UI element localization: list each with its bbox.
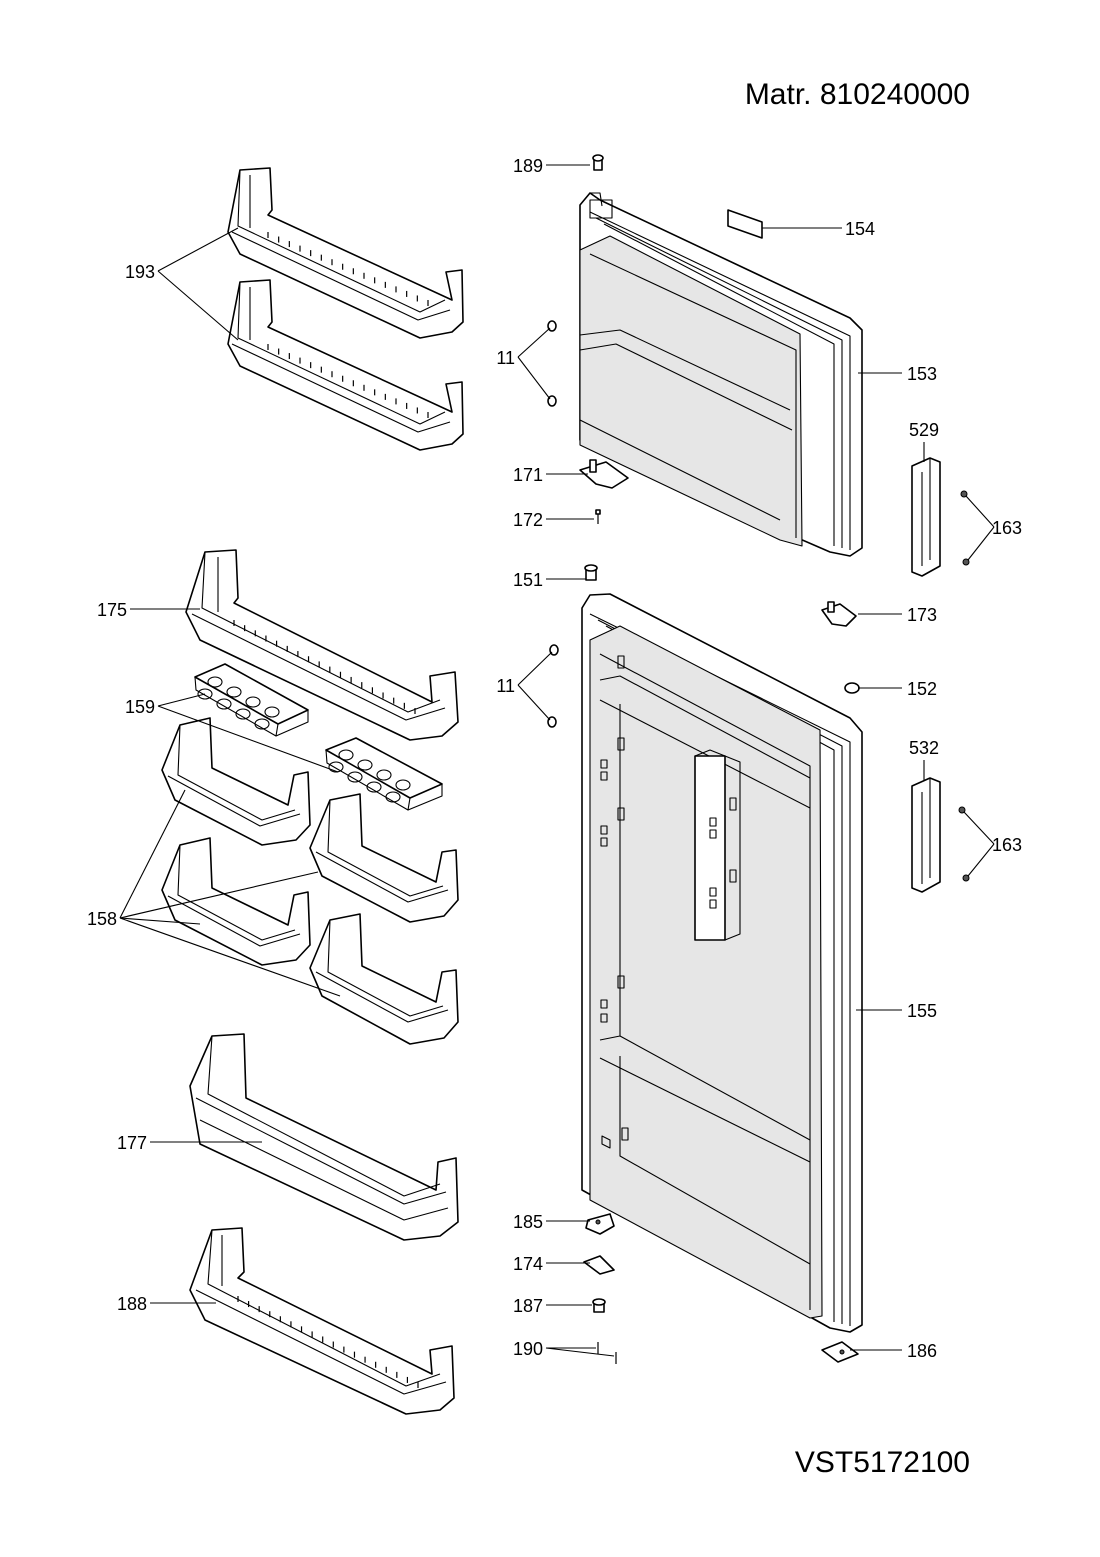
plug-11-upper	[547, 320, 557, 407]
material-number: Matr. 810240000	[745, 78, 970, 111]
bin-ticks-175	[233, 620, 416, 714]
label-11-upper: 11	[496, 348, 515, 368]
label-154: 154	[845, 219, 875, 239]
label-186: 186	[907, 1341, 937, 1361]
label-175: 175	[97, 600, 127, 620]
hinge-173	[821, 601, 857, 627]
plug-152	[844, 682, 860, 694]
handle-529	[911, 457, 941, 577]
egg-hole	[357, 759, 373, 771]
egg-hole	[197, 688, 213, 700]
label-188: 188	[117, 1294, 147, 1314]
label-159: 159	[125, 697, 155, 717]
small-bin-158-a	[161, 717, 311, 846]
door-bin-175	[185, 549, 459, 741]
label-158: 158	[87, 909, 117, 929]
hinge-171	[579, 459, 629, 489]
label-sticker-154	[727, 209, 763, 239]
screw-172	[595, 509, 601, 524]
egg-hole	[385, 791, 401, 803]
plug-11-lower	[547, 644, 559, 728]
label-190: 190	[513, 1339, 543, 1359]
bracket-185	[585, 1213, 615, 1235]
door-bin-177	[189, 1033, 459, 1241]
door-bin-193-upper	[227, 167, 464, 339]
bracket-186	[821, 1341, 859, 1363]
cap-189	[592, 154, 604, 171]
egg-tray-holes-lower	[328, 749, 411, 803]
label-173: 173	[907, 605, 937, 625]
label-532: 532	[909, 738, 939, 758]
label-172: 172	[513, 510, 543, 530]
bin-ticks-193-lower	[267, 344, 429, 418]
egg-hole	[254, 718, 270, 730]
egg-hole	[226, 686, 242, 698]
egg-hole	[366, 781, 382, 793]
egg-hole	[376, 769, 392, 781]
screws-190	[597, 1342, 617, 1364]
label-174: 174	[513, 1254, 543, 1274]
label-163-lower: 163	[992, 835, 1022, 855]
small-bin-158-c	[161, 837, 311, 966]
egg-hole	[207, 676, 223, 688]
door-bin-193-lower	[227, 279, 464, 451]
bracket-174	[583, 1255, 615, 1275]
callout-lines	[119, 164, 995, 1357]
label-171: 171	[513, 465, 543, 485]
egg-tray-holes-upper	[197, 676, 280, 730]
freezer-door-153	[579, 192, 863, 557]
label-155: 155	[907, 1001, 937, 1021]
label-163-upper: 163	[992, 518, 1022, 538]
egg-hole	[328, 761, 344, 773]
bin-ticks-188	[237, 1296, 419, 1388]
egg-hole	[235, 708, 251, 720]
label-185: 185	[513, 1212, 543, 1232]
handle-532	[911, 777, 941, 893]
egg-hole	[216, 698, 232, 710]
label-177: 177	[117, 1133, 147, 1153]
bushing-151	[584, 564, 598, 581]
fridge-door-155	[581, 593, 863, 1333]
bushing-187	[592, 1298, 606, 1313]
egg-hole	[347, 771, 363, 783]
label-187: 187	[513, 1296, 543, 1316]
label-153: 153	[907, 364, 937, 384]
egg-hole	[395, 779, 411, 791]
part-labels: 189 154 193 11 153 529 171 172 163 151 1…	[87, 156, 1022, 1361]
egg-hole	[264, 706, 280, 718]
egg-hole	[338, 749, 354, 761]
drawing-code: VST5172100	[795, 1446, 970, 1479]
screws-163-upper	[960, 490, 970, 566]
label-529: 529	[909, 420, 939, 440]
small-bin-158-d	[309, 913, 459, 1045]
door-bin-188	[189, 1227, 455, 1415]
screws-163-lower	[958, 806, 970, 882]
label-11-lower: 11	[496, 676, 515, 696]
label-152: 152	[907, 679, 937, 699]
bin-ticks-193-upper	[267, 232, 429, 306]
egg-hole	[245, 696, 261, 708]
label-193: 193	[125, 262, 155, 282]
label-189: 189	[513, 156, 543, 176]
small-bin-158-b	[309, 793, 459, 923]
label-151: 151	[513, 570, 543, 590]
